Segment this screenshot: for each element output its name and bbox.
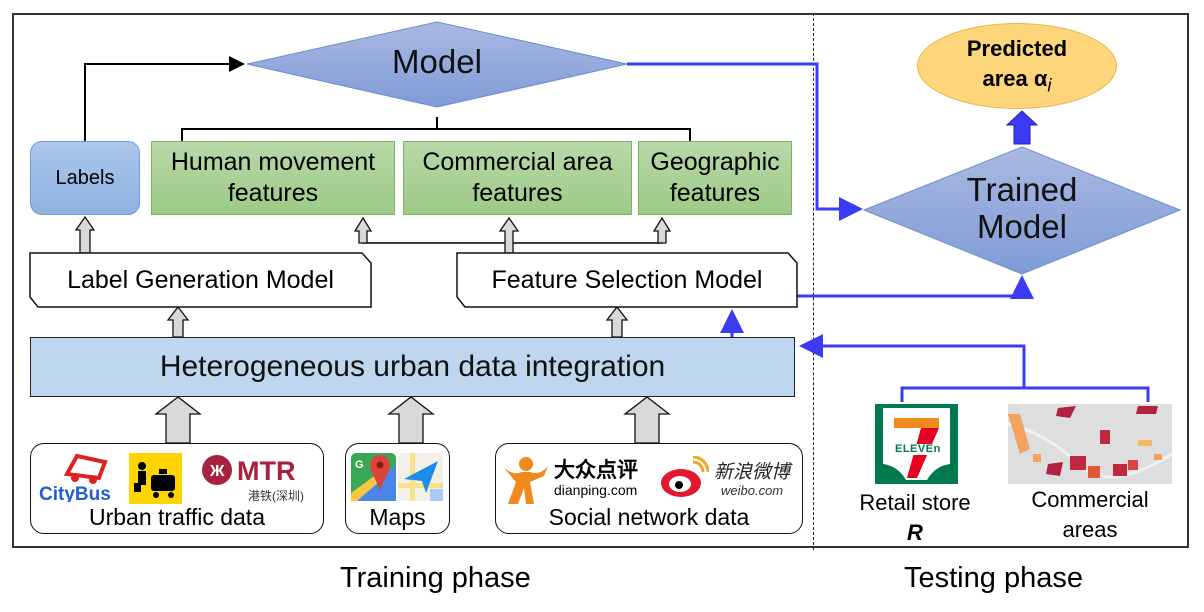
training-phase-label: Training phase	[340, 562, 531, 594]
commercial-areas-line2: areas	[1062, 516, 1118, 542]
source-label: Social network data	[548, 504, 750, 530]
mtr-subtitle: 港铁(深圳)	[248, 489, 304, 503]
retail-store-label: Retail store R	[845, 488, 985, 547]
mtr-logo: Ж MTR 港铁(深圳)	[201, 454, 323, 504]
labels-box-text: Labels	[55, 166, 115, 189]
lgm-to-labels-arrow	[74, 215, 96, 254]
svg-text:MTR: MTR	[237, 456, 295, 486]
model-label: Model	[392, 43, 482, 80]
maps-to-integration-arrow	[387, 396, 435, 444]
feature-selection-text: Feature Selection Model	[491, 265, 763, 294]
label-generation-text: Label Generation Model	[67, 265, 334, 294]
source-social-network: 大众点评 dianping.com 新浪微博 weibo.com Social …	[495, 443, 803, 534]
trained-model-line2: Model	[977, 207, 1067, 245]
commercial-areas-map	[1008, 404, 1172, 484]
trained-model-line1: Trained	[966, 171, 1078, 208]
weibo-url: weibo.com	[721, 483, 784, 498]
data-integration-box: Heterogeneous urban data integration	[30, 337, 795, 397]
feature-box-human-movement: Human movement features	[151, 141, 395, 215]
predicted-subscript: i	[1047, 74, 1052, 96]
predicted-line1: Predicted	[966, 36, 1068, 62]
predicted-area-ellipse: Predicted area αi	[917, 23, 1117, 109]
model-to-trained-arrow	[627, 62, 863, 221]
trained-to-predicted-arrow	[1005, 110, 1039, 145]
feature-label: Human movement features	[170, 147, 376, 207]
trained-model-label: Trained Model	[932, 171, 1112, 246]
labels-to-model-arrow	[84, 56, 245, 141]
trained-model-diamond	[862, 146, 1182, 275]
predicted-line2: area α	[982, 65, 1048, 91]
dianping-icon	[500, 454, 552, 506]
commercial-areas-line1: Commercial	[1031, 487, 1149, 512]
feature-box-commercial-area: Commercial area features	[403, 141, 632, 215]
bus-icon: CityBus	[39, 453, 111, 505]
to-human-feature-arrow	[353, 216, 373, 244]
retail-store-text: Retail store	[859, 490, 971, 515]
svg-text:Ж: Ж	[209, 463, 225, 480]
commercial-areas-label: Commercial areas	[1010, 485, 1170, 544]
features-brace	[181, 117, 691, 141]
fsm-main-up-arrow	[498, 216, 520, 254]
weibo-cn-text: 新浪微博	[714, 462, 791, 483]
citybus-logo: CityBus	[37, 453, 125, 505]
phase-divider	[813, 13, 814, 550]
feature-selection-box	[456, 252, 798, 308]
diagram-frame	[12, 13, 1189, 548]
test-inputs-to-integration-arrow	[799, 334, 1026, 388]
data-integration-text: Heterogeneous urban data integration	[159, 350, 666, 383]
weibo-icon	[659, 455, 710, 500]
feature-label: Geographic features	[650, 147, 780, 207]
svg-text:CityBus: CityBus	[39, 484, 111, 502]
google-maps-icon: G	[351, 453, 396, 501]
seven-eleven-logo: ELEVEn	[875, 404, 958, 484]
dianping-url: dianping.com	[554, 482, 638, 498]
svg-text:G: G	[355, 459, 364, 471]
taxi-icon	[129, 453, 182, 504]
fsm-to-trained-arrow	[797, 275, 1034, 299]
navigation-maps-icon	[398, 453, 443, 501]
dianping-cn-text: 大众点评	[554, 457, 638, 482]
traffic-to-integration-arrow	[154, 396, 202, 444]
retail-store-symbol: R	[907, 519, 923, 545]
feature-label: Commercial area features	[422, 147, 613, 207]
test-inputs-brace	[900, 386, 1150, 402]
labels-box: Labels	[30, 141, 140, 215]
label-generation-box	[29, 252, 372, 308]
testing-phase-label: Testing phase	[904, 562, 1083, 594]
seven-eleven-text: ELEVEn	[895, 443, 941, 455]
source-urban-traffic: CityBus Ж MTR 港铁(深圳) Urban traffic data	[30, 443, 324, 534]
integration-to-lgm-arrow	[166, 305, 190, 338]
source-label: Maps	[369, 504, 426, 530]
integration-to-fsm-gray-arrow	[605, 305, 629, 338]
source-label: Urban traffic data	[88, 504, 265, 530]
to-geographic-feature-arrow	[652, 216, 672, 244]
feature-box-geographic: Geographic features	[638, 141, 792, 215]
source-maps: G Maps	[345, 443, 450, 534]
social-to-integration-arrow	[623, 396, 671, 444]
